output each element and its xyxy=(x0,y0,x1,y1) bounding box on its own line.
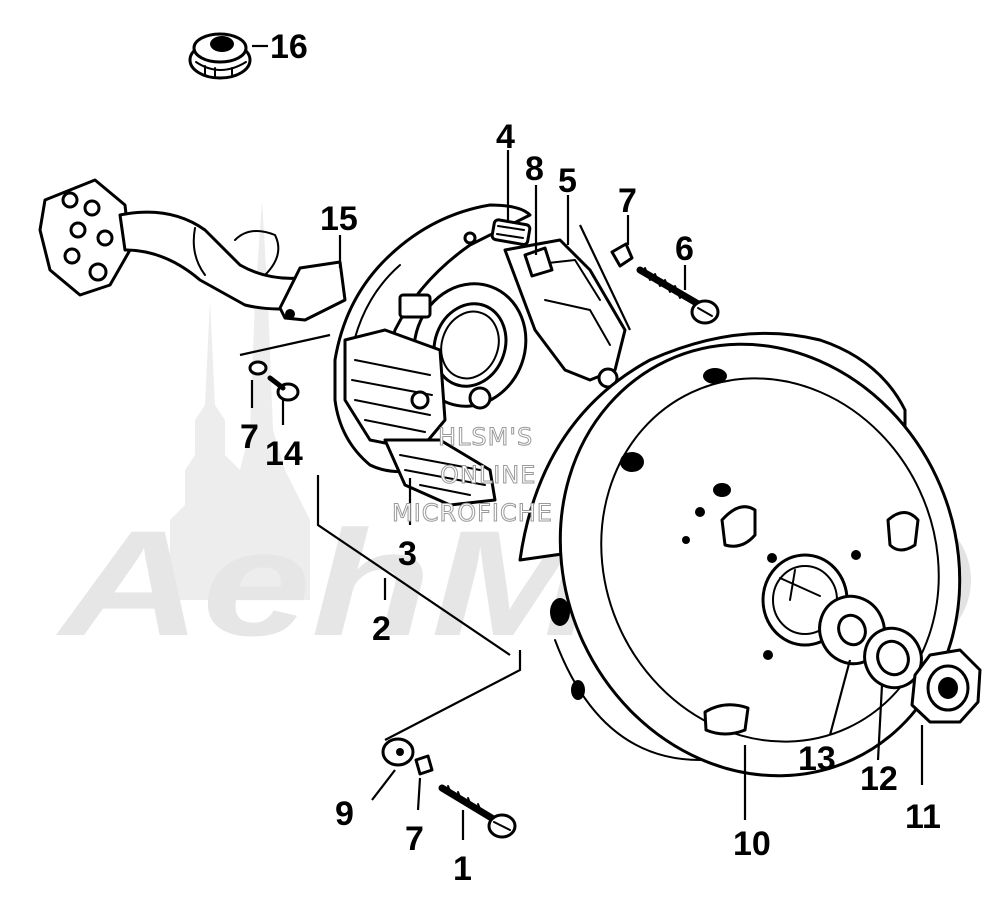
watermark-text: HLSM'S ONLINE MICROFICHE xyxy=(392,423,553,528)
screw-part-6 xyxy=(636,266,720,325)
watermark-line-2: ONLINE xyxy=(440,461,536,489)
grommet-part-16 xyxy=(188,32,252,80)
callout-7-upper: 7 xyxy=(618,182,637,220)
callouts: 16 4 8 5 7 6 15 7 14 3 2 9 7 1 10 13 12 … xyxy=(240,28,941,888)
callout-16: 16 xyxy=(270,28,308,66)
callout-6: 6 xyxy=(675,230,694,268)
callout-10: 9 xyxy=(335,795,354,833)
callout-5: 5 xyxy=(558,162,577,200)
watermark-line-3: MICROFICHE xyxy=(392,499,553,527)
callout-11: 11 xyxy=(905,798,941,836)
callout-2: 2 xyxy=(372,610,391,648)
screw-part-1 xyxy=(438,784,517,839)
callout-9: 10 xyxy=(733,825,771,863)
screw-part-15 xyxy=(267,375,300,402)
watermark-line-1: HLSM'S xyxy=(438,423,533,451)
washer-part-7-upper xyxy=(610,242,634,268)
washer-part-13 xyxy=(818,594,886,666)
nut-part-11 xyxy=(910,648,982,724)
callout-15: 14 xyxy=(265,435,303,473)
wire-harness xyxy=(38,178,347,322)
callout-12: 12 xyxy=(860,760,898,798)
callout-4: 4 xyxy=(496,118,515,156)
washer-part-10 xyxy=(381,737,415,767)
stator-assembly xyxy=(333,203,627,507)
callout-14: 15 xyxy=(320,200,358,238)
watermark-church-silhouette xyxy=(170,200,310,600)
callout-7-lower: 7 xyxy=(405,820,424,858)
callout-7-left: 7 xyxy=(240,418,259,456)
leader-lines xyxy=(239,44,924,840)
washer-part-12 xyxy=(863,626,923,690)
washer-part-7-left xyxy=(248,360,268,376)
callout-13: 13 xyxy=(798,740,836,778)
washer-part-7-lower xyxy=(414,754,434,776)
callout-3: 3 xyxy=(398,535,417,573)
flywheel-rotor-part-9 xyxy=(518,331,962,778)
callout-8: 8 xyxy=(525,150,544,188)
callout-1: 1 xyxy=(453,850,472,888)
